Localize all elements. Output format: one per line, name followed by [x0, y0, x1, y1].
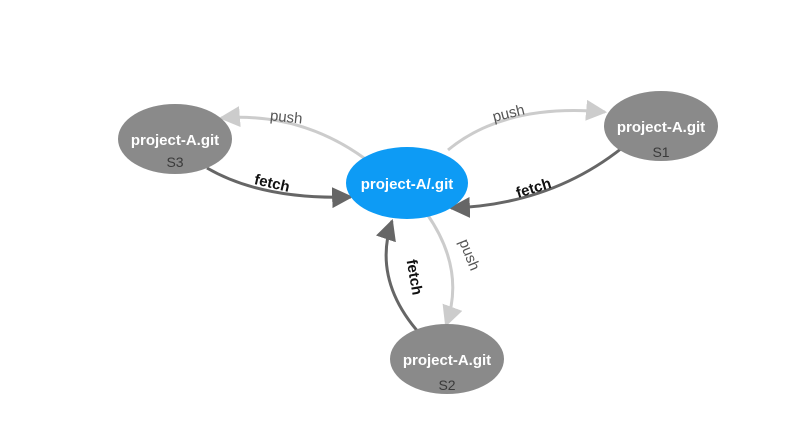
edge-fetch-s3 [206, 166, 354, 209]
node-center-shape [346, 147, 468, 219]
edge-label-fetch-s3: fetch [253, 171, 292, 196]
node-s1[interactable]: project-A.git S1 [604, 91, 718, 161]
node-s2-shape [390, 324, 504, 394]
edge-push-s2 [425, 213, 463, 327]
node-s1-label: project-A.git [617, 119, 705, 136]
node-s1-shape [604, 91, 718, 161]
node-center-label: project-A/.git [361, 176, 454, 193]
edge-push-s1 [447, 99, 608, 152]
edge-label-push-s1: push [491, 101, 527, 125]
node-s3[interactable]: project-A.git S3 [118, 104, 232, 174]
edge-fetch-s1 [448, 146, 623, 218]
node-s3-shape [118, 104, 232, 174]
node-s1-sublabel: S1 [652, 144, 669, 160]
node-s2[interactable]: project-A.git S2 [390, 324, 504, 394]
edge-push-s3 [218, 106, 365, 160]
edge-label-push-s2: push [455, 237, 483, 274]
edges [206, 99, 623, 335]
node-s2-label: project-A.git [403, 352, 491, 369]
node-s3-label: project-A.git [131, 132, 219, 149]
edge-fetch-s2 [375, 219, 422, 335]
node-s3-sublabel: S3 [166, 154, 183, 170]
edge-label-fetch-s1: fetch [514, 175, 553, 202]
edge-label-push-s3: push [269, 107, 303, 127]
node-s2-sublabel: S2 [438, 377, 455, 393]
edge-label-fetch-s2: fetch [403, 258, 426, 296]
node-center[interactable]: project-A/.git [346, 147, 468, 219]
